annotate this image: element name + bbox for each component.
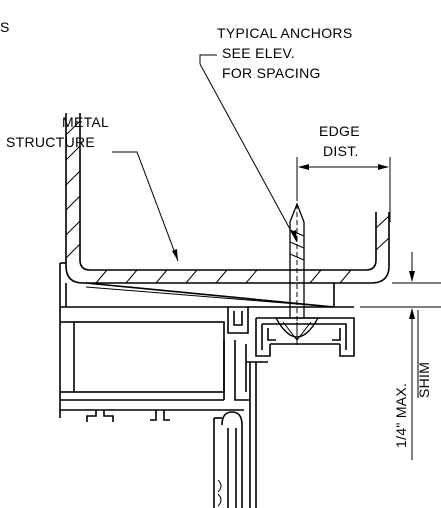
typical-anchors-label: TYPICAL ANCHORS SEE ELEV. FOR SPACING [217, 25, 352, 81]
tapered-shim [85, 282, 335, 308]
typical-anchors-line-2: SEE ELEV. [222, 45, 295, 61]
shim-max-dimension [360, 252, 441, 460]
anchor-leader [199, 54, 298, 243]
window-frame-extrusion [59, 262, 355, 508]
edge-distance-dimension [296, 157, 391, 222]
shim-label: SHIM [416, 362, 432, 398]
metal-structure-label: METAL STRUCTURE [6, 114, 109, 150]
metal-structure-line-2: STRUCTURE [6, 134, 95, 150]
metal-structure-leader [112, 151, 179, 262]
edge-dist-line-1: EDGE [319, 123, 360, 139]
typical-anchors-line-1: TYPICAL ANCHORS [217, 25, 352, 41]
metal-structure-line-1: METAL [62, 114, 109, 130]
typical-anchors-line-3: FOR SPACING [222, 65, 321, 81]
edge-dist-line-2: DIST. [323, 143, 359, 159]
max-dimension-label: 1/4" MAX. [393, 383, 409, 448]
metal-structure-channel [65, 113, 390, 284]
corner-text: S [0, 19, 10, 35]
edge-dist-label: EDGE DIST. [319, 123, 360, 159]
anchor-screw [274, 196, 320, 345]
